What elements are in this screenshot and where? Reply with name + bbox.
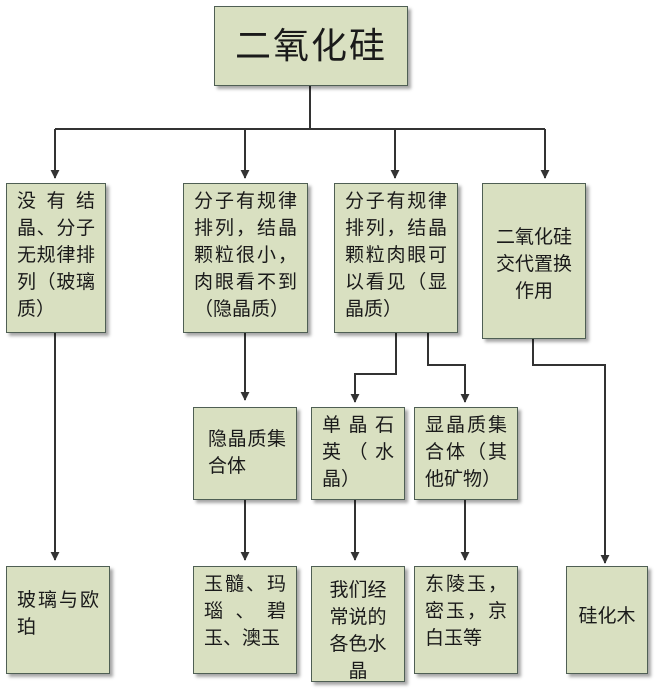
- node-glassy: 没有结晶、分子无规律排列（玻璃质）: [6, 183, 106, 333]
- node-phanerocrystalline: 分子有规律排列，结晶颗粒肉眼可以看见（显晶质）: [334, 183, 458, 333]
- leaf-chalcedony-agate-jasper: 玉髓、玛瑙、碧玉、澳玉: [193, 566, 297, 674]
- leaf-colored-crystals: 我们经常说的各色水晶: [311, 566, 405, 682]
- node-single-crystal-quartz: 单晶石英（水晶）: [311, 407, 405, 500]
- arrow-phanero-to-single-quartz: [350, 333, 397, 403]
- leaf-aventurine-quartzite: 东陵玉，密玉，京白玉等: [414, 566, 518, 674]
- arrow-replace-to-petrified-wood: [532, 339, 610, 564]
- leaf-petrified-wood: 硅化木: [566, 566, 648, 674]
- node-phanero-aggregate: 显晶质集合体（其他矿物）: [414, 407, 518, 500]
- arrow-phanero-to-phanero-aggregate: [427, 333, 470, 403]
- root-node-silica: 二氧化硅: [214, 6, 408, 86]
- node-cryptocrystalline: 分子有规律排列，结晶颗粒很小，肉眼看不到（隐晶质）: [183, 183, 308, 333]
- node-replacement: 二氧化硅交代置换作用: [482, 183, 586, 339]
- leaf-glass-and-opal: 玻璃与欧珀: [6, 566, 110, 674]
- node-crypto-aggregate: 隐晶质集合体: [193, 407, 297, 500]
